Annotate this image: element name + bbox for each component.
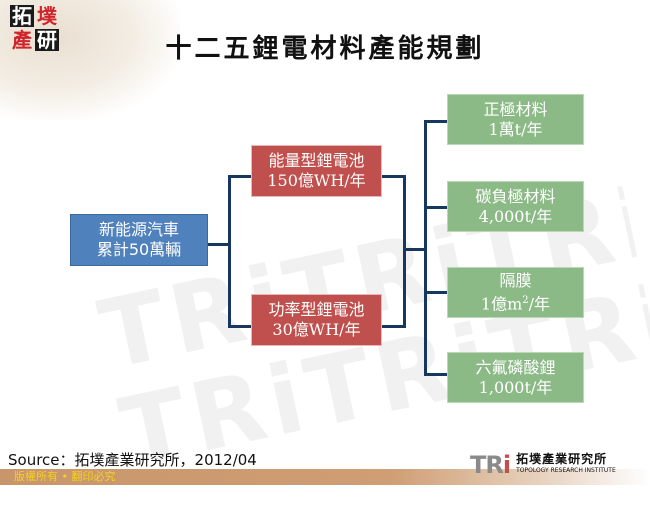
connector-line xyxy=(424,291,448,294)
node-label: 六氟磷酸鋰 xyxy=(475,357,556,377)
node-anode-material: 碳負極材料 4,000t/年 xyxy=(447,181,584,232)
connector-line xyxy=(424,120,448,123)
node-power-battery: 功率型鋰電池 30億WH/年 xyxy=(251,294,382,346)
footer-bar xyxy=(0,469,650,485)
connector-line xyxy=(424,373,448,376)
connector-line xyxy=(403,248,427,251)
connector-line xyxy=(228,325,252,328)
connector-line xyxy=(403,175,406,328)
node-lipf6: 六氟磷酸鋰 1,000t/年 xyxy=(447,352,584,403)
node-value: 150億WH/年 xyxy=(267,171,366,190)
node-label: 功率型鋰電池 xyxy=(268,300,365,319)
source-citation: Source：拓墣產業研究所，2012/04 xyxy=(8,451,257,469)
connector-line xyxy=(382,175,406,178)
company-logo: 拓 墣 產 研 xyxy=(10,5,62,53)
logo-char: 研 xyxy=(35,28,59,52)
node-new-energy-vehicles: 新能源汽車 累計50萬輛 xyxy=(70,214,208,266)
logo-char: 產 xyxy=(12,28,32,52)
tri-brand-logo: TRi 拓墣產業研究所 TOPOLOGY RESEARCH INSTITUTE xyxy=(470,451,616,479)
node-value: 累計50萬輛 xyxy=(96,240,182,259)
node-value: 1萬t/年 xyxy=(488,119,543,139)
node-energy-battery: 能量型鋰電池 150億WH/年 xyxy=(251,145,382,197)
node-label: 能量型鋰電池 xyxy=(268,151,365,170)
connector-line xyxy=(208,243,230,246)
node-label: 新能源汽車 xyxy=(98,220,179,239)
connector-line xyxy=(228,175,231,327)
node-value: 1億m2/年 xyxy=(480,294,551,314)
node-value: 4,000t/年 xyxy=(478,206,553,226)
node-cathode-material: 正極材料 1萬t/年 xyxy=(447,94,584,145)
tri-mark: TRi xyxy=(470,451,511,479)
connector-line xyxy=(382,325,406,328)
node-separator: 隔膜 1億m2/年 xyxy=(447,267,584,318)
brand-name-cn: 拓墣產業研究所 xyxy=(516,452,608,466)
logo-char: 拓 xyxy=(10,4,34,28)
node-value: 30億WH/年 xyxy=(272,320,361,339)
copyright-notice: 版權所有 • 翻印必究 xyxy=(14,470,116,483)
page-title: 十二五鋰電材料產能規劃 xyxy=(165,34,485,64)
connector-line xyxy=(228,175,252,178)
brand-name-en: TOPOLOGY RESEARCH INSTITUTE xyxy=(516,467,616,474)
node-label: 正極材料 xyxy=(483,99,548,119)
connector-line xyxy=(424,206,448,209)
node-label: 碳負極材料 xyxy=(475,186,556,206)
node-value: 1,000t/年 xyxy=(478,377,553,397)
connector-line xyxy=(424,120,427,375)
logo-char: 墣 xyxy=(37,4,57,28)
node-label: 隔膜 xyxy=(499,270,532,290)
